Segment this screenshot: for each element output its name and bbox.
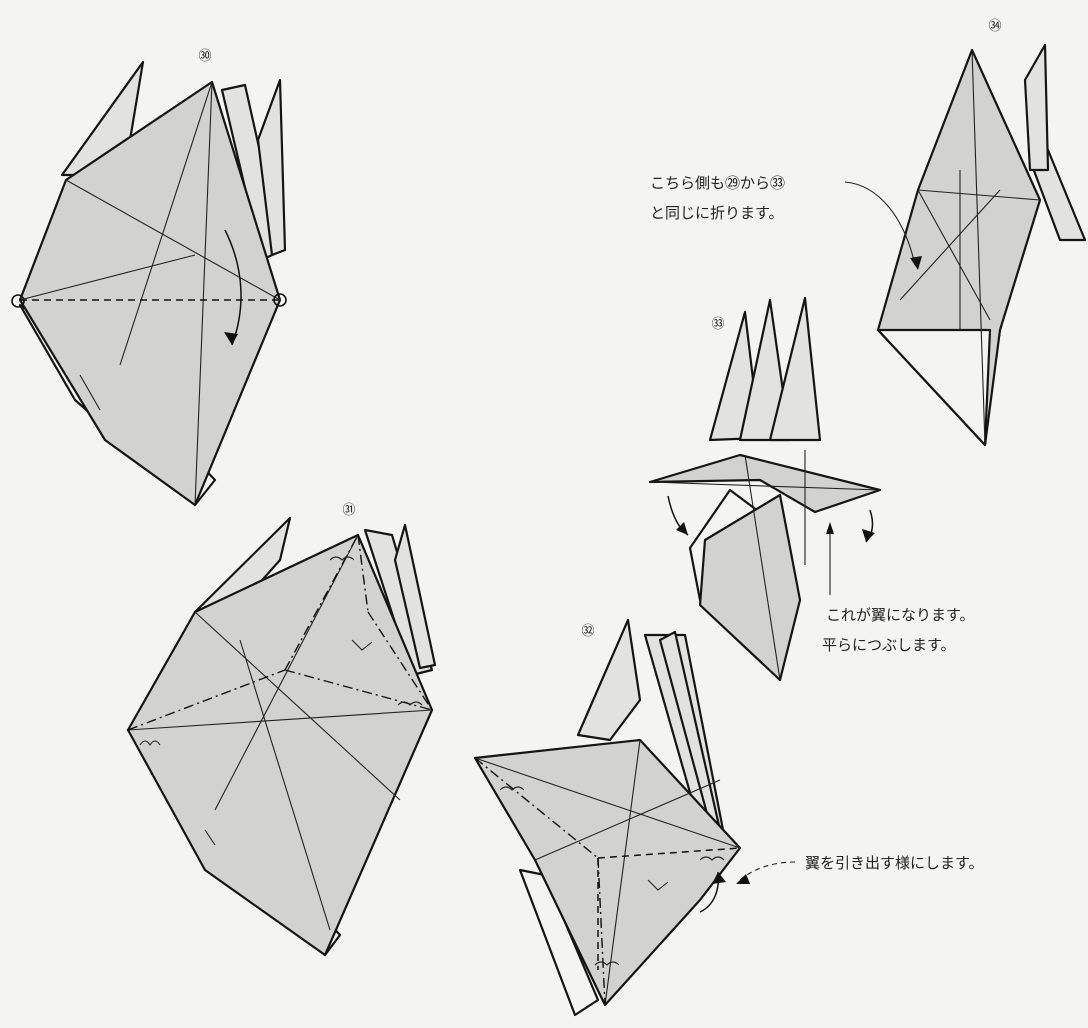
step-32-figure: ㉜ (475, 620, 740, 1015)
step-33-caption-line1: これが翼になります。 (826, 606, 975, 624)
step-34-number: ㉞ (988, 19, 1001, 34)
step-34-figure: ㉞ (878, 19, 1085, 445)
step-34-annotation: こちら側も㉙から㉝ と同じに折ります。 (650, 174, 922, 270)
step-30-number: ㉚ (198, 49, 211, 64)
step-32-annotation: 翼を引き出す様にします。 (736, 854, 984, 884)
step-34-caption-line1: こちら側も㉙から㉝ (650, 174, 785, 192)
step-34-caption-line2: と同じに折ります。 (650, 204, 784, 222)
step-30-figure: ㉚ (12, 49, 286, 505)
step-31-figure: ㉛ (128, 503, 435, 955)
step-31-number: ㉛ (342, 503, 355, 518)
step-32-number: ㉜ (581, 624, 594, 639)
step-32-caption: 翼を引き出す様にします。 (805, 854, 984, 872)
step-33-number: ㉝ (711, 317, 724, 332)
step-33-caption-line2: 平らにつぶします。 (822, 636, 956, 654)
